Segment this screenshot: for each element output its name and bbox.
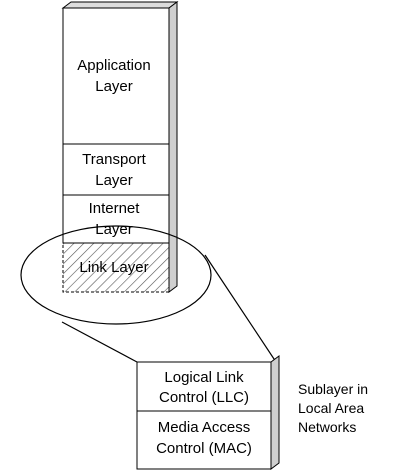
internet-layer-label-line1: Internet	[89, 200, 141, 217]
caption-line2: Local Area	[298, 400, 364, 416]
link-layer-zoom-ellipse	[20, 225, 212, 325]
transport-layer-box: Transport Layer	[62, 143, 170, 196]
llc-sublayer-box: Logical Link Control (LLC)	[136, 361, 272, 412]
llc-label-line1: Logical Link	[164, 369, 244, 386]
link-layer-label: Link Layer	[79, 259, 148, 276]
application-layer-label-line1: Application	[77, 57, 150, 74]
mac-label-line1: Media Access	[158, 419, 251, 436]
zoom-connector-lines	[61, 254, 277, 363]
internet-layer-box: Internet Layer	[62, 194, 170, 244]
application-layer-label-line2: Layer	[95, 78, 133, 95]
link-layer-box: Link Layer	[62, 242, 170, 293]
llc-label-line2: Control (LLC)	[159, 389, 249, 406]
internet-layer-label-line2: Layer	[95, 221, 133, 238]
mac-label-line2: Control (MAC)	[156, 440, 252, 457]
transport-layer-label-line2: Layer	[95, 172, 133, 189]
transport-layer-label-line1: Transport	[82, 151, 146, 168]
application-layer-box: Application Layer	[62, 7, 170, 145]
caption-line3: Networks	[298, 419, 356, 435]
sublayer-stack-depth	[270, 355, 280, 470]
caption-line1: Sublayer in	[298, 381, 368, 397]
sublayer-caption: Sublayer in Local Area Networks	[298, 381, 368, 435]
mac-sublayer-box: Media Access Control (MAC)	[136, 410, 272, 470]
